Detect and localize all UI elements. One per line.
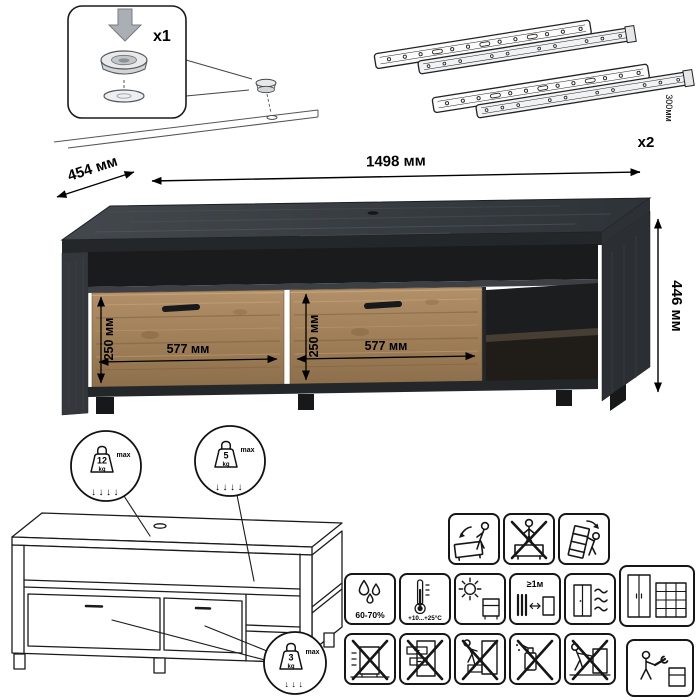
no-solvent-icon bbox=[509, 633, 561, 685]
drawer-right-width-line bbox=[296, 352, 476, 363]
distance-icon: ≥1м bbox=[509, 573, 561, 625]
svg-text:kg: kg bbox=[98, 467, 105, 473]
top-front-edge bbox=[62, 232, 602, 253]
temperature-icon: +10...+25°C bbox=[399, 573, 451, 625]
load-limit-diagram: 12 kg max ↓↓↓↓ 5 kg max ↓↓↓↓ 3 kg bbox=[11, 425, 343, 695]
legs bbox=[96, 384, 626, 414]
drawer-right-width-label: 577 мм bbox=[365, 339, 408, 353]
no-drag-icon bbox=[344, 633, 396, 685]
no-sit-icon bbox=[448, 513, 500, 565]
leader-top-load bbox=[123, 495, 151, 537]
down-arrows-icon: ↓↓↓ bbox=[285, 679, 306, 689]
drawer-left-height-label: 250 мм bbox=[102, 318, 116, 361]
open-shelf-gap bbox=[88, 244, 598, 287]
height-dimension-label: 446 мм bbox=[668, 280, 685, 331]
svg-text:3: 3 bbox=[288, 653, 293, 663]
drawing-drawer-left bbox=[27, 593, 161, 651]
down-arrows-icon: ↓↓↓↓ bbox=[215, 482, 245, 493]
shelf-load-callout: 5 kg max ↓↓↓↓ bbox=[194, 425, 266, 497]
callout-line bbox=[185, 89, 250, 97]
min-distance-label: ≥1м bbox=[527, 579, 544, 589]
no-step-on-drawer-icon bbox=[454, 633, 506, 685]
shelf-front-edge bbox=[88, 279, 598, 293]
top-load-callout: 12 kg max ↓↓↓↓ bbox=[70, 430, 142, 502]
drawing-cable-hole bbox=[153, 523, 167, 529]
top-right-edge bbox=[602, 198, 650, 245]
drawing-drawer-right bbox=[163, 597, 243, 654]
callout-line bbox=[185, 59, 253, 80]
cable-hole bbox=[367, 211, 379, 215]
leader-drawer-load-left bbox=[111, 619, 266, 661]
compartment-divider bbox=[482, 287, 486, 388]
drawer-handle-icon bbox=[364, 301, 402, 309]
product-illustration bbox=[60, 197, 652, 416]
foot-glide-large-icon bbox=[100, 50, 148, 103]
outline-drawing bbox=[11, 512, 343, 677]
assembly-icon bbox=[626, 639, 694, 697]
leader-drawer-load-right bbox=[204, 625, 268, 652]
width-dimension-line bbox=[151, 168, 641, 185]
weight-icon: 5 kg max bbox=[214, 440, 255, 468]
width-dimension-label: 1498 мм bbox=[366, 152, 426, 170]
drawer-slide-icon-2 bbox=[431, 56, 695, 127]
care-icon-grid: 60-70% +10...+25°C ≥1м bbox=[344, 513, 695, 697]
depth-dimension-line bbox=[56, 171, 135, 198]
humidity-label: 60-70% bbox=[355, 610, 385, 620]
weight-icon: 3 kg max bbox=[279, 642, 320, 670]
left-panel-grain bbox=[68, 258, 84, 410]
svg-text:max: max bbox=[241, 447, 255, 454]
no-stand-icon bbox=[503, 513, 555, 565]
humidity-icon: 60-70% bbox=[344, 573, 396, 625]
compartment-shelf bbox=[486, 328, 598, 342]
drawer-right-height-label: 250 мм bbox=[307, 315, 321, 358]
weight-icon: 12 kg max bbox=[90, 445, 131, 473]
top-grain bbox=[94, 205, 611, 237]
drawer-slides-illustration: x2 300мм bbox=[373, 12, 695, 151]
foot-glide-icon bbox=[255, 78, 277, 94]
drawer-handle-icon bbox=[162, 304, 200, 312]
wood-grain bbox=[95, 301, 281, 371]
panel-edge-line-2 bbox=[67, 116, 319, 149]
slide-length-label: 300мм bbox=[664, 94, 674, 121]
bottom-rail bbox=[88, 379, 598, 397]
drawer-left bbox=[91, 289, 285, 388]
leader-shelf-load bbox=[236, 494, 255, 582]
svg-text:kg: kg bbox=[222, 462, 229, 468]
right-panel-grain bbox=[611, 236, 637, 394]
foot-detail-callout: x1 bbox=[53, 5, 319, 149]
svg-text:max: max bbox=[306, 649, 320, 656]
anti-tip-icon bbox=[558, 513, 610, 565]
heat-sun-icon bbox=[454, 573, 506, 625]
svg-text:kg: kg bbox=[287, 664, 294, 670]
no-open-drawers-icon bbox=[399, 633, 451, 685]
no-push-icon bbox=[564, 633, 616, 685]
modular-furniture-icon bbox=[619, 565, 695, 627]
slide-count-label: x2 bbox=[638, 134, 655, 151]
drawer-left-width-line bbox=[98, 355, 278, 366]
drawer-left-width-label: 577 мм bbox=[167, 342, 210, 356]
temperature-label: +10...+25°C bbox=[408, 614, 442, 622]
svg-text:5: 5 bbox=[223, 451, 228, 461]
svg-text:12: 12 bbox=[97, 456, 107, 466]
svg-text:max: max bbox=[117, 452, 131, 459]
right-side-panel bbox=[601, 210, 651, 402]
press-down-arrow-icon bbox=[107, 8, 143, 42]
foot-count-label: x1 bbox=[153, 28, 171, 45]
down-arrows-icon: ↓↓↓↓ bbox=[91, 487, 121, 498]
drawer-load-callout: 3 kg max ↓↓↓ bbox=[263, 631, 327, 695]
left-side-panel bbox=[61, 251, 89, 416]
ventilation-icon bbox=[564, 573, 616, 625]
panel-hole bbox=[266, 115, 278, 120]
